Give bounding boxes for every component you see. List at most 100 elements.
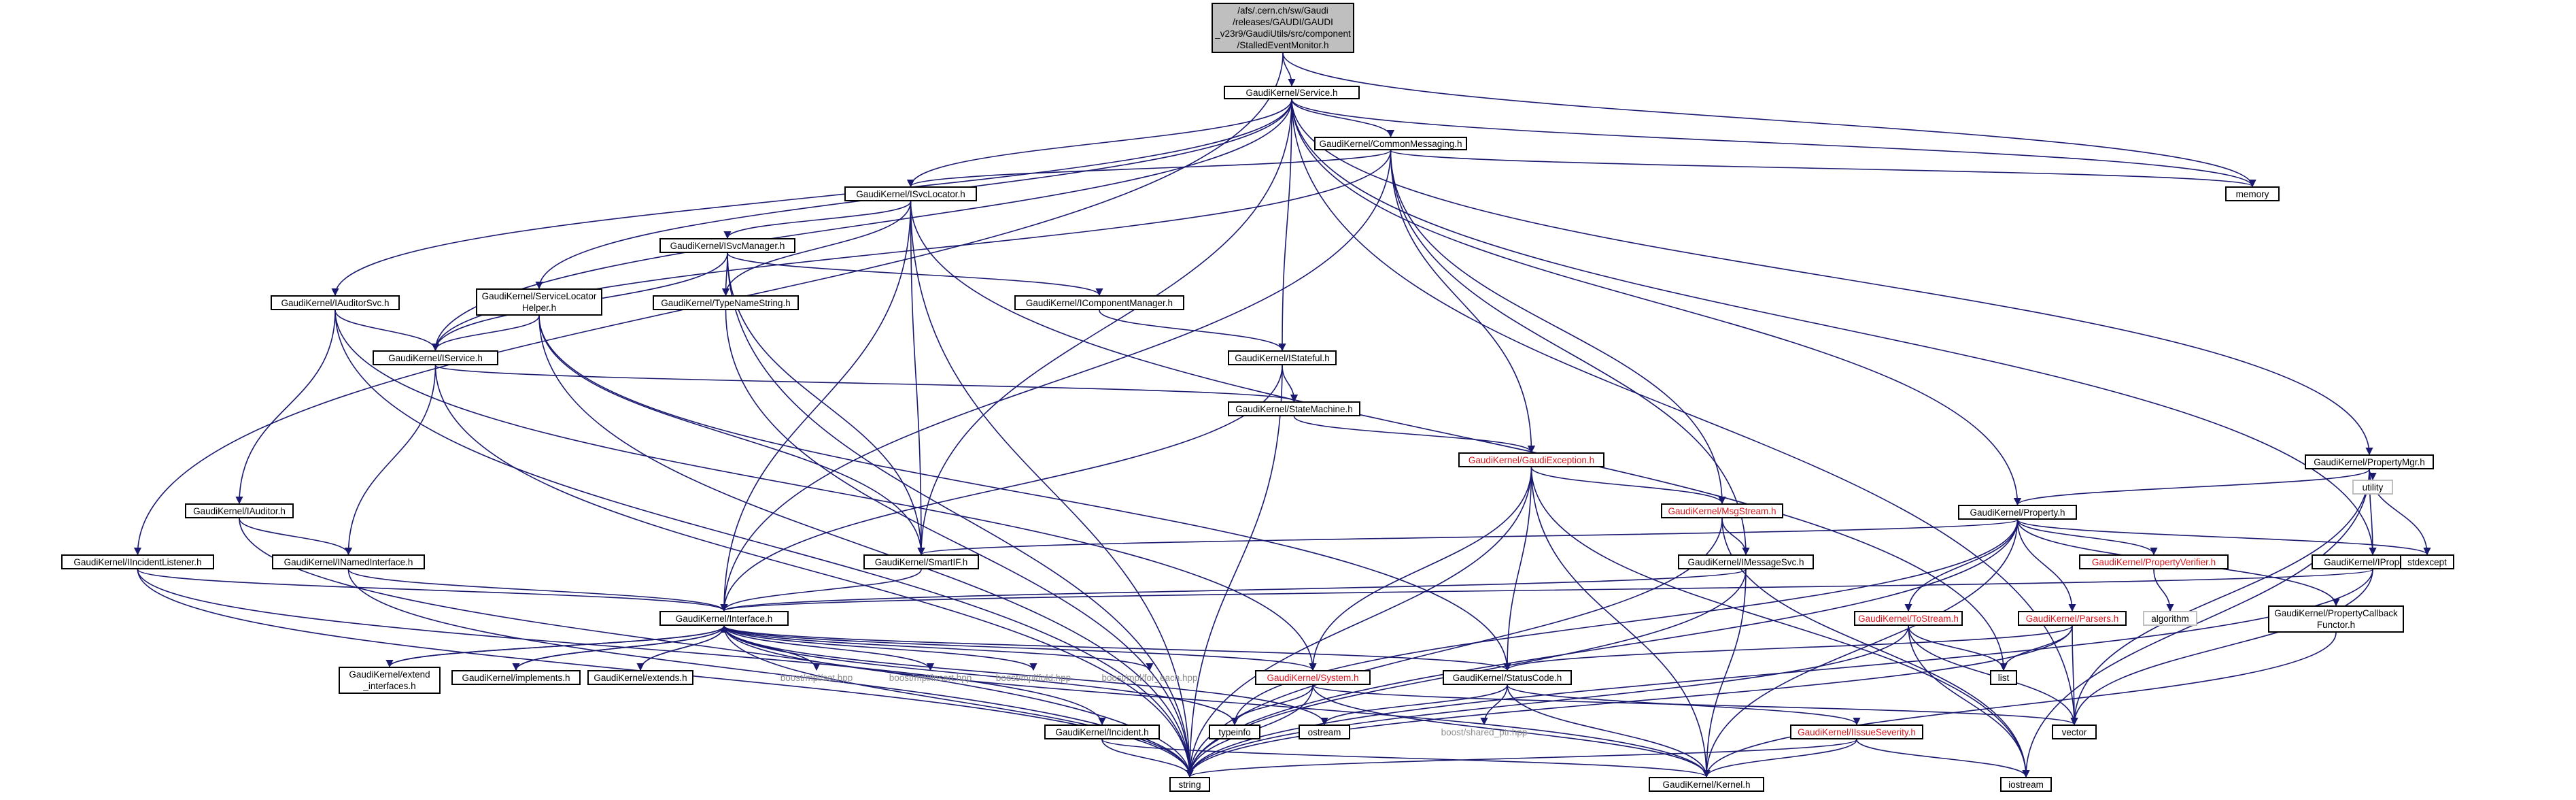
node-mpl-set[interactable]: boost/mpl/set.hpp [780,672,853,683]
edge-incident-to-kernel [1101,739,1711,778]
edge-iissueseverity-to-string [1186,739,1857,778]
node-isvcmanager[interactable]: GaudiKernel/ISvcManager.h [659,238,795,253]
edge-istateful-to-statemachine [1282,365,1299,403]
edge-propertyverifier-to-algorithm [2153,569,2174,612]
edge-isvclocator-to-smartif [910,201,925,556]
node-statemachine[interactable]: GaudiKernel/StateMachine.h [1228,401,1360,416]
node-string[interactable]: string [1169,777,1210,792]
edge-isvcmanager-to-icomponentmanager [727,252,1103,297]
node-parsers[interactable]: GaudiKernel/Parsers.h [2018,611,2127,626]
node-istateful[interactable]: GaudiKernel/IStateful.h [1228,350,1337,365]
node-mpl-insert[interactable]: boost/mpl/insert.hpp [889,672,972,683]
node-extends[interactable]: GaudiKernel/extends.h [587,670,693,685]
edge-commonmsg-to-msgstream [1390,150,1726,505]
node-interface[interactable]: GaudiKernel/Interface.h [659,611,789,626]
node-tostream[interactable]: GaudiKernel/ToStream.h [1854,611,1963,626]
edge-iauditorsvc-to-iauditor [235,310,336,505]
edge-property-to-smartif [918,519,2019,556]
edge-interface-to-statuscode [723,625,1511,671]
node-typeinfo[interactable]: typeinfo [1209,724,1260,739]
node-stdexcept[interactable]: stdexcept [2400,554,2454,569]
node-kernel[interactable]: GaudiKernel/Kernel.h [1649,777,1764,792]
node-iincidentlistener[interactable]: GaudiKernel/IIncidentListener.h [61,554,214,569]
node-iservice[interactable]: GaudiKernel/IService.h [373,350,498,365]
edge-commonmsg-to-interface [720,150,1392,612]
node-imessagesvc[interactable]: GaudiKernel/IMessageSvc.h [1678,554,1814,569]
edge-system-to-kernel [1312,684,1711,778]
node-typenamestring[interactable]: GaudiKernel/TypeNameString.h [653,295,799,310]
edge-parsers-to-vector [2070,625,2078,726]
edge-imessagesvc-to-interface [720,569,1747,612]
node-memory[interactable]: memory [2225,186,2280,201]
edge-isvclocator-to-interface [720,201,912,612]
edge-iissueseverity-to-kernel [1702,739,1857,778]
edge-iauditorsvc-to-system [334,310,1317,671]
edge-service-to-isvclocator [906,99,1292,188]
node-iissueseverity[interactable]: GaudiKernel/IIssueSeverity.h [1790,724,1923,739]
edge-interface-to-typeinfo [723,625,1239,726]
edge-gaudiexception-to-system [1309,467,1532,671]
edge-property-to-parsers [2016,519,2076,612]
node-utility[interactable]: utility [2352,480,2393,495]
node-iauditorsvc[interactable]: GaudiKernel/IAuditorSvc.h [271,295,400,310]
edge-icomponentmanager-to-istateful [1099,310,1286,352]
edge-service-to-property [1291,99,2022,506]
node-algorithm[interactable]: algorithm [2143,611,2197,626]
edge-parsers-to-statuscode [1503,625,2073,671]
node-list[interactable]: list [1990,670,2017,685]
edge-iincidentlistener-to-incident [137,569,1106,726]
node-propertycallbackfunctor[interactable]: GaudiKernel/PropertyCallback Functor.h [2268,605,2404,633]
node-implements[interactable]: GaudiKernel/implements.h [451,670,581,685]
edge-isvcmanager-to-string [727,252,1194,778]
edge-iauditorsvc-to-string [334,310,1194,778]
node-isvclocator[interactable]: GaudiKernel/ISvcLocator.h [844,186,977,201]
edge-incident-to-string [1101,739,1194,778]
edge-parsers-to-list [1999,625,2073,671]
edge-servicelocatorhelper-to-string [538,315,1194,778]
node-servicelocatorhelper[interactable]: GaudiKernel/ServiceLocator Helper.h [476,288,602,316]
edge-root-to-memory [1282,52,2256,188]
node-propertyverifier[interactable]: GaudiKernel/PropertyVerifier.h [2079,554,2229,569]
node-iostream[interactable]: iostream [2000,777,2052,792]
edge-iproperty-to-interface [721,569,2373,612]
node-service[interactable]: GaudiKernel/Service.h [1224,86,1360,99]
edge-property-to-stdexcept [2016,519,2431,556]
edge-tostream-to-list [1908,625,2008,671]
node-vector[interactable]: vector [2052,724,2097,739]
edge-interface-to-kernel [723,625,1711,778]
node-ostream[interactable]: ostream [1299,724,1350,739]
edge-property-to-tostream [1904,519,2019,612]
node-msgstream[interactable]: GaudiKernel/MsgStream.h [1661,503,1783,518]
node-mpl-fold[interactable]: boost/mpl/fold.hpp [995,672,1071,683]
edge-msgstream-to-imessagesvc [1721,518,1750,556]
node-statuscode[interactable]: GaudiKernel/StatusCode.h [1443,670,1572,685]
edge-isvclocator-to-isvcmanager [723,201,912,239]
node-icomponentmanager[interactable]: GaudiKernel/IComponentManager.h [1014,295,1184,310]
node-extend-interfaces[interactable]: GaudiKernel/extend _interfaces.h [339,667,441,694]
node-gaudiexception[interactable]: GaudiKernel/GaudiException.h [1458,452,1604,467]
node-incident[interactable]: GaudiKernel/Incident.h [1044,724,1160,739]
edge-propertymgr-to-vector [2070,469,2370,726]
edge-iservice-to-statemachine [434,365,1298,403]
edge-commonmsg-to-memory [1390,150,2256,188]
node-smartif[interactable]: GaudiKernel/SmartIF.h [863,554,979,569]
edge-service-to-smartif [917,99,1292,556]
edge-interface-to-mpl_fold [723,625,1037,671]
edge-statemachine-to-gaudiexception [1293,416,1535,454]
edge-interface-to-ostream [723,625,1328,726]
edge-system-to-vector [1312,684,2078,726]
node-mpl-for-each[interactable]: boost/mpl/for_each.hpp [1101,672,1198,683]
node-inamedinterface[interactable]: GaudiKernel/INamedInterface.h [272,554,425,569]
node-iauditor[interactable]: GaudiKernel/IAuditor.h [185,503,294,518]
edge-implements-to-interface [515,624,728,671]
node-system[interactable]: GaudiKernel/System.h [1255,670,1371,685]
edge-property-to-propertyverifier [2016,519,2158,556]
node-propertymgr[interactable]: GaudiKernel/PropertyMgr.h [2305,454,2434,469]
node-commonmsg[interactable]: GaudiKernel/CommonMessaging.h [1314,137,1467,150]
edge-isvclocator-to-string [910,201,1194,778]
node-property[interactable]: GaudiKernel/Property.h [1958,505,2077,520]
node-root: /afs/.cern.ch/sw/Gaudi /releases/GAUDI/G… [1212,3,1354,53]
edge-smartif-to-interface [720,569,922,612]
node-shared-ptr[interactable]: boost/shared_ptr.hpp [1441,727,1528,737]
edge-isvclocator-to-typenamestring [721,201,912,297]
